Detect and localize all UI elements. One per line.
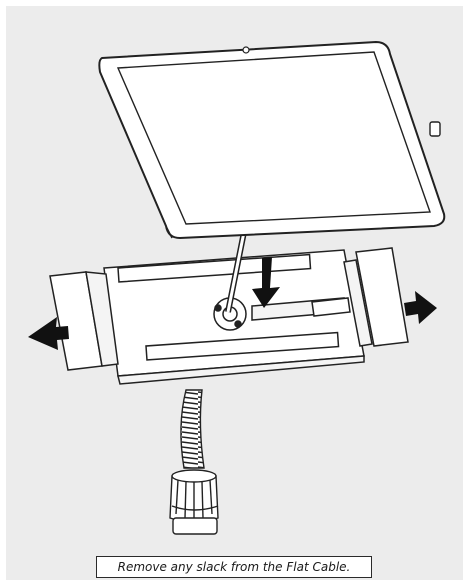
mounting-illustration [28, 40, 446, 535]
direction-arrow-icon [28, 257, 437, 350]
tablet-holder-icon [49, 247, 409, 385]
screwdriver-icon [225, 231, 247, 313]
base-knob-icon [169, 469, 219, 535]
gooseneck-icon [180, 389, 205, 469]
tablet-icon [98, 40, 446, 240]
instruction-caption: Remove any slack from the Flat Cable. [96, 556, 372, 578]
instruction-panel: Remove any slack from the Flat Cable. [6, 6, 463, 580]
